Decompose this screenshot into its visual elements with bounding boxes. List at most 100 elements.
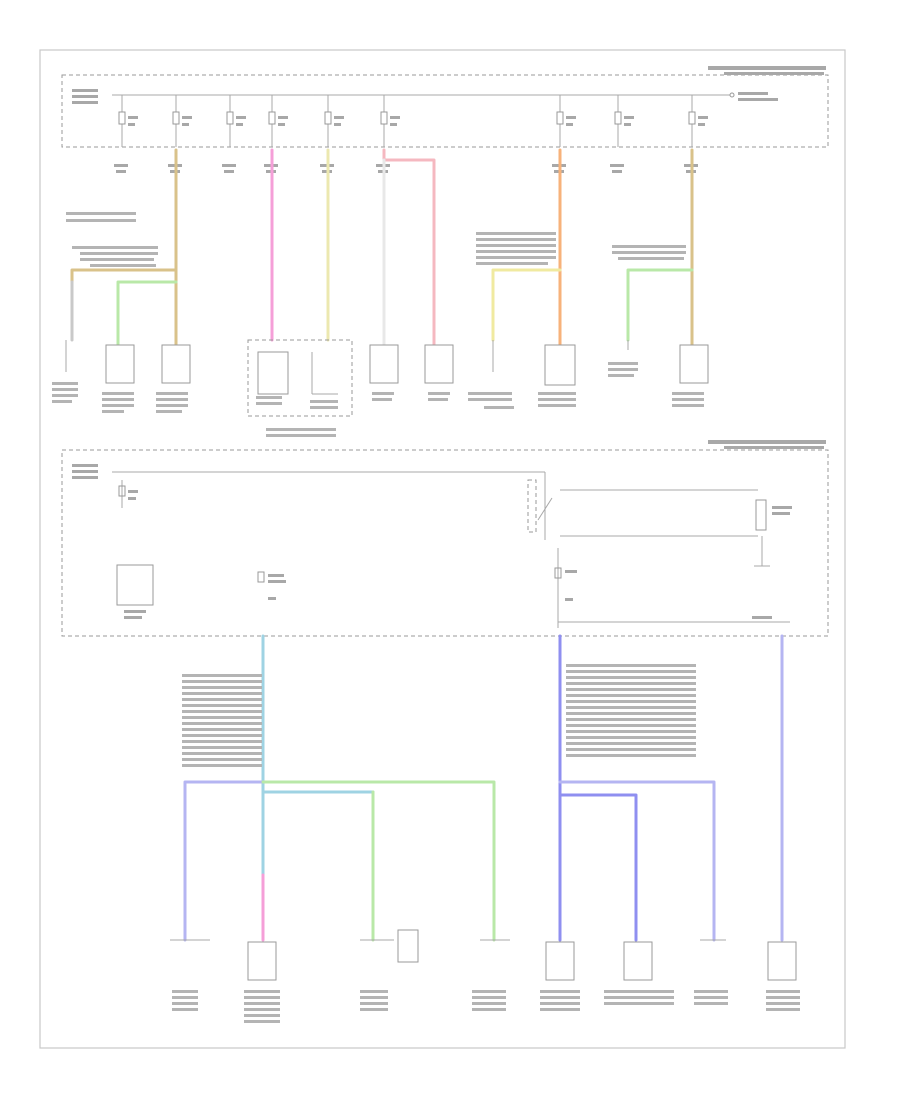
relay-output-label (752, 616, 772, 619)
fuse-icon (118, 111, 126, 125)
label-smudge (618, 257, 684, 260)
horn-relay-label (124, 610, 146, 613)
label-smudge (476, 244, 556, 247)
fuse-box-top-title (708, 66, 826, 70)
component-b6 (623, 941, 653, 981)
fuse-icon (380, 111, 388, 125)
label-smudge (608, 368, 638, 371)
fuse-icon (324, 111, 332, 125)
label-smudge (182, 686, 262, 689)
label-smudge (156, 410, 182, 413)
label-smudge (476, 250, 556, 253)
wire-green-right-branch (626, 268, 694, 342)
label-smudge (182, 710, 262, 713)
illegible-labels (52, 212, 800, 1023)
label-smudge (672, 392, 704, 395)
wire-lavender-left (183, 780, 265, 942)
label-smudge (604, 990, 674, 993)
label-smudge (182, 752, 262, 755)
label-smudge (182, 746, 262, 749)
label-smudge (566, 712, 696, 715)
label-smudge (90, 264, 156, 267)
fuse-amp (278, 123, 285, 126)
label-smudge (538, 404, 576, 407)
label-smudge (172, 990, 198, 993)
bus-label (738, 92, 768, 95)
wire-green-branch (116, 280, 178, 347)
top-components (65, 339, 709, 417)
wire-label (222, 164, 236, 167)
label-smudge (80, 252, 158, 255)
label-smudge (566, 718, 696, 721)
middle-power-label-3 (72, 476, 98, 479)
label-smudge (476, 256, 556, 259)
fuse-icon (688, 111, 696, 125)
label-smudge (182, 722, 262, 725)
label-smudge (566, 724, 696, 727)
relay-fuse-label (565, 570, 577, 573)
wire-lavender-right (558, 780, 716, 942)
label-smudge (172, 1008, 198, 1011)
sheet-frame (39, 49, 846, 1049)
label-smudge (694, 990, 728, 993)
fuse-label (390, 116, 400, 119)
fuse-amp (128, 123, 135, 126)
label-smudge (540, 1002, 580, 1005)
label-smudge (244, 1020, 280, 1023)
label-smudge (182, 692, 262, 695)
relay-fuse-icon (554, 567, 562, 579)
fuse-label (182, 116, 192, 119)
label-smudge (566, 754, 696, 757)
wire-green-right (261, 780, 496, 942)
label-smudge (66, 212, 136, 215)
label-smudge (182, 704, 262, 707)
bus-terminal (729, 92, 735, 98)
label-smudge (102, 392, 134, 395)
center-fuse-label-2 (268, 580, 286, 583)
wire-label-2 (612, 170, 622, 173)
fuse-amp (624, 123, 631, 126)
bottom-components (170, 929, 797, 981)
label-smudge (102, 410, 124, 413)
label-smudge (172, 996, 198, 999)
label-smudge (360, 1002, 388, 1005)
power-source-label-2 (72, 95, 98, 98)
fuse-amp (334, 123, 341, 126)
label-smudge (102, 398, 134, 401)
fuse-label (334, 116, 344, 119)
label-smudge (484, 406, 514, 409)
label-smudge (672, 398, 704, 401)
component-b5 (545, 941, 575, 981)
label-smudge (182, 698, 262, 701)
label-smudge (766, 990, 800, 993)
label-smudge (156, 404, 188, 407)
label-smudge (310, 400, 338, 403)
component-3 (161, 344, 191, 384)
label-smudge (766, 1002, 800, 1005)
component-b3-side (397, 929, 419, 963)
horn-relay-label-2 (124, 616, 142, 619)
label-smudge (566, 664, 696, 667)
label-smudge (476, 238, 556, 241)
label-smudge (244, 990, 280, 993)
component-2 (105, 344, 135, 384)
label-smudge (566, 742, 696, 745)
label-smudge (428, 392, 450, 395)
fuse-icon (614, 111, 622, 125)
fuse-box-top (61, 66, 829, 173)
label-smudge (766, 996, 800, 999)
label-smudge (566, 670, 696, 673)
label-smudge (266, 428, 336, 431)
label-smudge (566, 700, 696, 703)
mid-fuse-icon (118, 485, 126, 497)
wire-label (610, 164, 624, 167)
wire-tan-branch-left (70, 268, 178, 284)
label-smudge (608, 362, 638, 365)
relay-switch-frame (527, 479, 537, 533)
label-smudge (156, 398, 188, 401)
fuse-label (698, 116, 708, 119)
label-smudge (52, 388, 78, 391)
label-smudge (360, 990, 388, 993)
fuse-amp (236, 123, 243, 126)
